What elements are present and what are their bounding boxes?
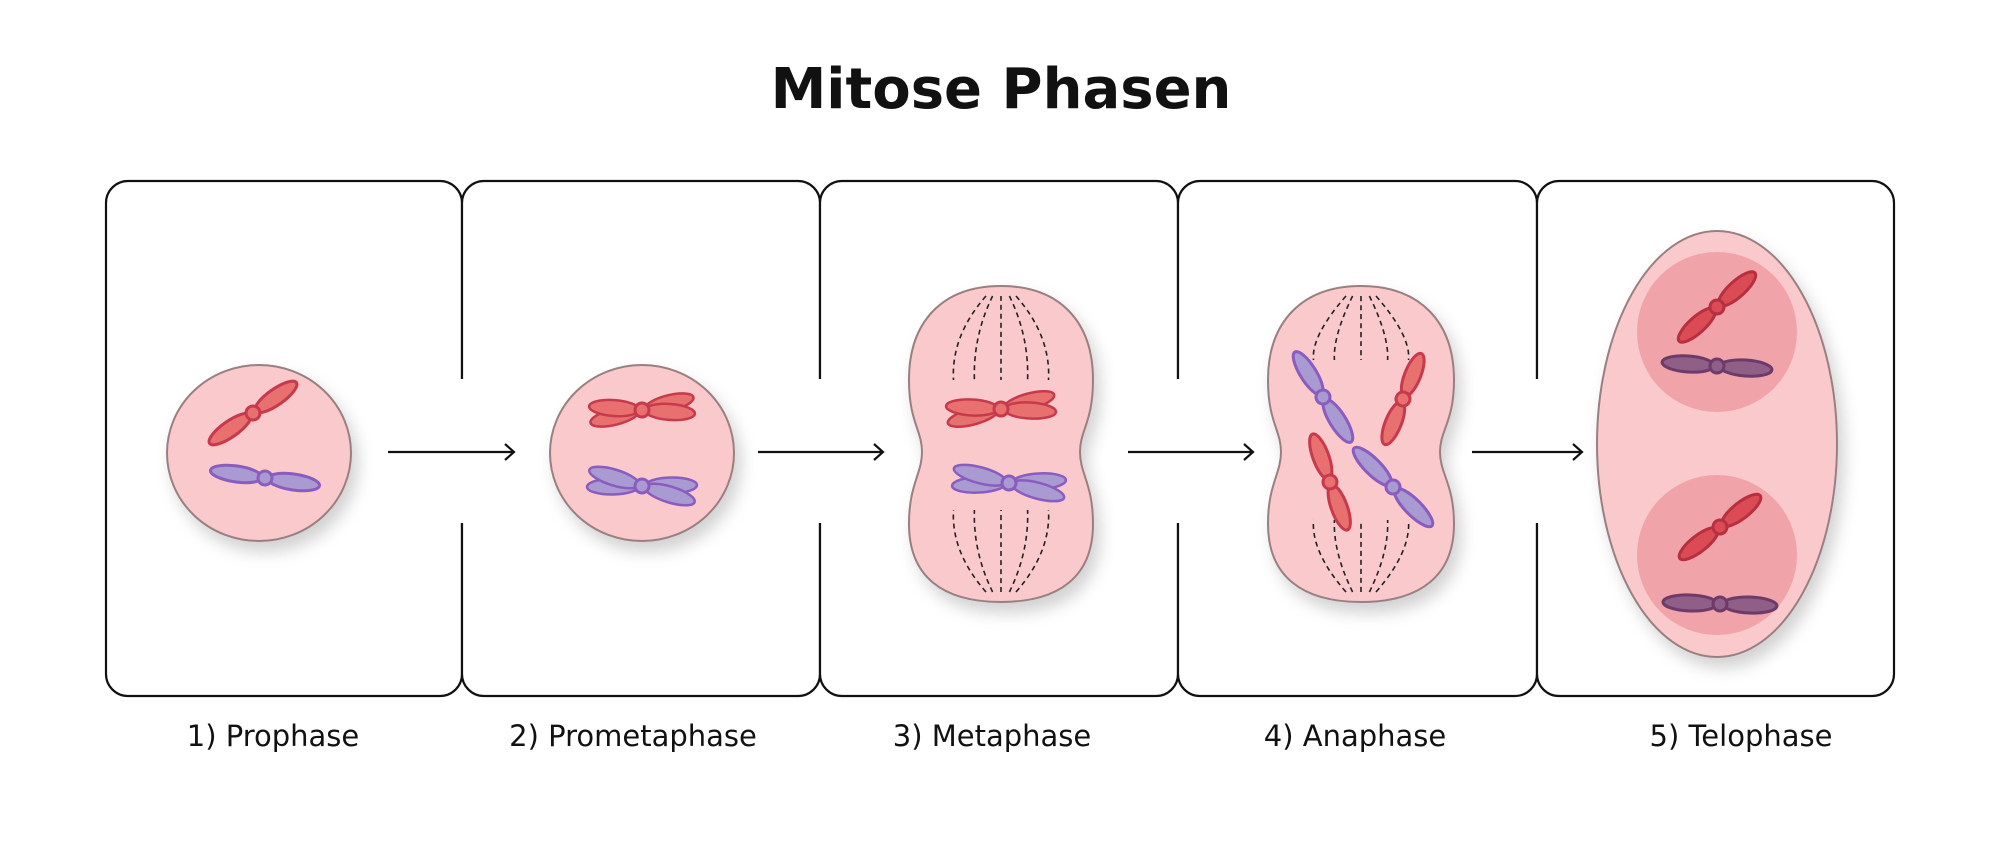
arrows [388,443,1584,461]
chromosome-red [587,392,697,428]
chromosome-purple [950,463,1068,503]
chromosome-red [1677,492,1763,562]
cell-prophase [166,364,352,542]
chromosome-purple [1660,354,1774,378]
spindle-fiber [1375,295,1410,361]
chromosome-red [944,389,1058,429]
arrow-icon [758,443,885,461]
phase-label-prophase: 1) Prophase [187,719,360,753]
phase-label-metaphase: 3) Metaphase [893,719,1092,753]
spindle-fiber [1015,295,1050,381]
phase-label-prometaphase: 2) Prometaphase [509,719,757,753]
spindle-fiber [1015,509,1050,593]
nucleus-top [1637,252,1797,412]
arrow-icon [1472,443,1584,461]
spindle-fiber [973,509,994,593]
spindle-fiber [1375,519,1410,593]
arrow-icon [388,443,516,461]
phase-label-telophase: 5) Telophase [1650,719,1833,753]
chromosome-purple [585,465,699,507]
page-title: Mitose Phasen [771,57,1232,122]
spindle-fiber [952,295,987,381]
spindle-fiber [1312,295,1347,361]
spindle-fiber [1312,519,1347,593]
cell-prometaphase [549,364,735,542]
spindle-fiber [1333,519,1354,593]
chromosome-purple [1351,445,1435,529]
chromosome-red [1380,351,1426,447]
spindle-fiber [1368,295,1389,361]
arrow-icon [1128,443,1255,461]
spindle-fibers [952,295,1410,593]
spindle-fiber [952,509,987,593]
chromosome-red [1676,270,1758,344]
cell-metaphase [907,284,1095,604]
chromosomes [207,270,1779,615]
phase-label-anaphase: 4) Anaphase [1264,719,1446,753]
chromosome-purple [1661,593,1779,615]
chromosome-red [207,379,299,447]
chromosome-red [1308,432,1352,532]
chromosome-purple [1291,350,1355,444]
spindle-fiber [1368,519,1389,593]
spindle-fiber [1008,509,1029,593]
spindle-fiber [1333,295,1354,361]
chromosome-purple [209,463,321,493]
